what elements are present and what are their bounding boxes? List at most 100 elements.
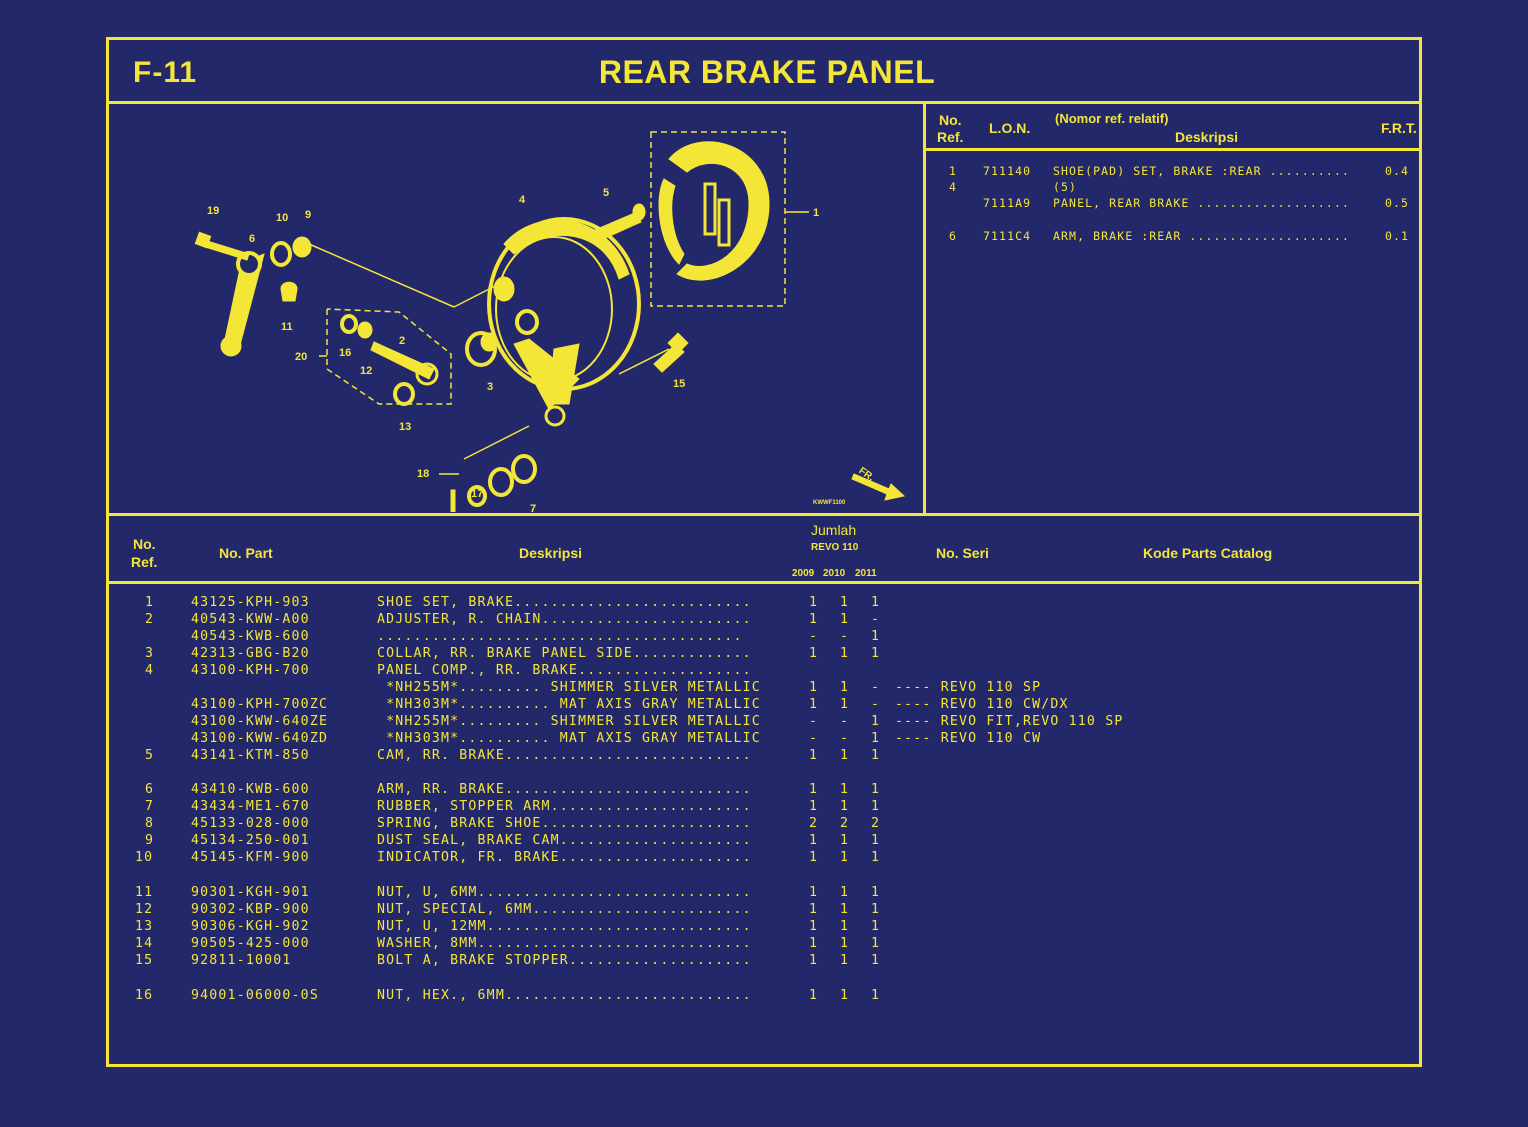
parts-header-part: No. Part — [219, 545, 273, 561]
callout-2: 2 — [399, 335, 405, 347]
parts-cell-qty-2009: 1 — [809, 595, 819, 610]
right-header-frt: F.R.T. — [1381, 120, 1417, 136]
parts-cell-qty-2011: 1 — [871, 936, 881, 951]
parts-cell-part: 43100-KWW-640ZE — [191, 714, 329, 729]
diagram-divider — [923, 102, 926, 514]
parts-header-ref: Ref. — [131, 554, 158, 570]
diagram-code: KWWF1100 — [813, 500, 846, 506]
callout-9: 9 — [305, 209, 311, 221]
right-cell-desc: SHOE(PAD) SET, BRAKE :REAR .......... — [1053, 164, 1350, 178]
parts-cell-qty-2010: 1 — [840, 885, 850, 900]
parts-cell-qty-2010: 1 — [840, 833, 850, 848]
parts-header-seri: No. Seri — [936, 545, 989, 561]
parts-cell-qty-2009: 1 — [809, 902, 819, 917]
parts-cell-ref: 8 — [145, 816, 155, 831]
parts-cell-desc: NUT, U, 12MM............................… — [377, 919, 752, 934]
parts-header-desc: Deskripsi — [519, 545, 583, 561]
parts-cell-qty-2009: 1 — [809, 680, 819, 695]
parts-cell-ref: 10 — [135, 850, 154, 865]
parts-cell-desc: *NH255M*......... SHIMMER SILVER METALLI… — [377, 680, 761, 695]
parts-cell-part: 42313-GBG-B20 — [191, 646, 310, 661]
parts-cell-qty-2010: 1 — [840, 919, 850, 934]
parts-header-year-2010: 2010 — [823, 568, 846, 579]
right-header-nomor: (Nomor ref. relatif) — [1055, 111, 1169, 126]
parts-cell-qty-2010: 1 — [840, 782, 850, 797]
parts-cell-desc: INDICATOR, FR. BRAKE....................… — [377, 850, 752, 865]
callout-5: 5 — [603, 187, 609, 199]
right-cell-desc: ARM, BRAKE :REAR .................... — [1053, 229, 1350, 243]
parts-cell-qty-2010: 1 — [840, 936, 850, 951]
parts-cell-qty-2009: - — [809, 731, 819, 746]
parts-cell-qty-2010: - — [840, 629, 850, 644]
right-cell-desc: (5) — [1053, 180, 1078, 194]
callout-12: 12 — [360, 365, 372, 377]
parts-header-model: REVO 110 — [811, 542, 859, 553]
parts-cell-qty-2009: 1 — [809, 885, 819, 900]
parts-cell-ref: 11 — [135, 885, 154, 900]
parts-cell-qty-2010: 1 — [840, 850, 850, 865]
parts-header-no: No. — [133, 536, 156, 552]
parts-cell-qty-2011: 1 — [871, 782, 881, 797]
parts-cell-qty-2009: 1 — [809, 936, 819, 951]
parts-cell-part: 40543-KWB-600 — [191, 629, 310, 644]
parts-cell-qty-2011: - — [871, 612, 881, 627]
callout-20: 20 — [295, 351, 307, 363]
parts-cell-part: 45134-250-001 — [191, 833, 310, 848]
parts-cell-qty-2010: 1 — [840, 680, 850, 695]
parts-cell-ref: 3 — [145, 646, 155, 661]
parts-header-divider — [109, 581, 1419, 584]
callout-4: 4 — [519, 194, 526, 206]
parts-cell-desc: CAM, RR. BRAKE..........................… — [377, 748, 752, 763]
right-header-ref: Ref. — [937, 129, 964, 145]
parts-cell-qty-2011: 1 — [871, 629, 881, 644]
parts-cell-ref: 14 — [135, 936, 154, 951]
right-cell-desc: PANEL, REAR BRAKE ................... — [1053, 196, 1350, 210]
parts-header-kode: Kode Parts Catalog — [1143, 545, 1273, 561]
parts-cell-ref: 15 — [135, 953, 154, 968]
parts-cell-qty-2009: 1 — [809, 850, 819, 865]
parts-cell-qty-2011: 1 — [871, 850, 881, 865]
parts-cell-ref: 1 — [145, 595, 155, 610]
parts-cell-seri: ---- REVO FIT,REVO 110 SP — [895, 714, 1124, 729]
callout-10: 10 — [276, 212, 288, 224]
parts-cell-part: 43100-KPH-700 — [191, 663, 310, 678]
callout-3: 3 — [487, 381, 493, 393]
right-table-row: 7111A9 PANEL, REAR BRAKE ................… — [109, 196, 1408, 212]
parts-cell-qty-2010: 1 — [840, 799, 850, 814]
right-header-no: No. — [939, 112, 962, 128]
parts-cell-qty-2010: 1 — [840, 988, 850, 1003]
parts-cell-ref: 2 — [145, 612, 155, 627]
exploded-diagram: 1 2 3 4 5 6 7 9 10 11 12 13 14 15 16 17 … — [194, 131, 906, 512]
catalog-frame: F-11 REAR BRAKE PANEL — [106, 37, 1422, 1067]
parts-table-row: 6 43410-KWB-600 ARM, RR. BRAKE............… — [109, 781, 1425, 798]
parts-cell-qty-2011: 1 — [871, 833, 881, 848]
parts-cell-part: 43125-KPH-903 — [191, 595, 310, 610]
parts-cell-qty-2011: 1 — [871, 902, 881, 917]
parts-cell-desc: NUT, HEX., 6MM..........................… — [377, 988, 752, 1003]
parts-cell-desc: ARM, RR. BRAKE..........................… — [377, 782, 752, 797]
parts-cell-desc: COLLAR, RR. BRAKE PANEL SIDE............… — [377, 646, 752, 661]
parts-cell-qty-2010: 1 — [840, 612, 850, 627]
parts-cell-desc: ADJUSTER, R. CHAIN......................… — [377, 612, 752, 627]
parts-cell-qty-2010: 1 — [840, 748, 850, 763]
parts-cell-qty-2011: 1 — [871, 595, 881, 610]
parts-table-row: 3 42313-GBG-B20 COLLAR, RR. BRAKE PANEL SI… — [109, 645, 1425, 662]
right-cell-ref: 6 — [949, 229, 958, 243]
callout-11: 11 — [281, 321, 293, 333]
callout-7: 7 — [530, 503, 536, 512]
parts-cell-part: 90302-KBP-900 — [191, 902, 310, 917]
parts-cell-ref: 13 — [135, 919, 154, 934]
parts-cell-qty-2009: 1 — [809, 748, 819, 763]
parts-cell-part: 43410-KWB-600 — [191, 782, 310, 797]
parts-cell-ref: 7 — [145, 799, 155, 814]
parts-cell-qty-2009: - — [809, 714, 819, 729]
callout-16: 16 — [339, 347, 351, 359]
parts-cell-ref: 6 — [145, 782, 155, 797]
parts-cell-desc: SHOE SET, BRAKE.........................… — [377, 595, 752, 610]
right-cell-lon: 7111A9 — [983, 196, 1032, 210]
parts-cell-desc: BOLT A, BRAKE STOPPER...................… — [377, 953, 752, 968]
parts-cell-part: 43141-KTM-850 — [191, 748, 310, 763]
